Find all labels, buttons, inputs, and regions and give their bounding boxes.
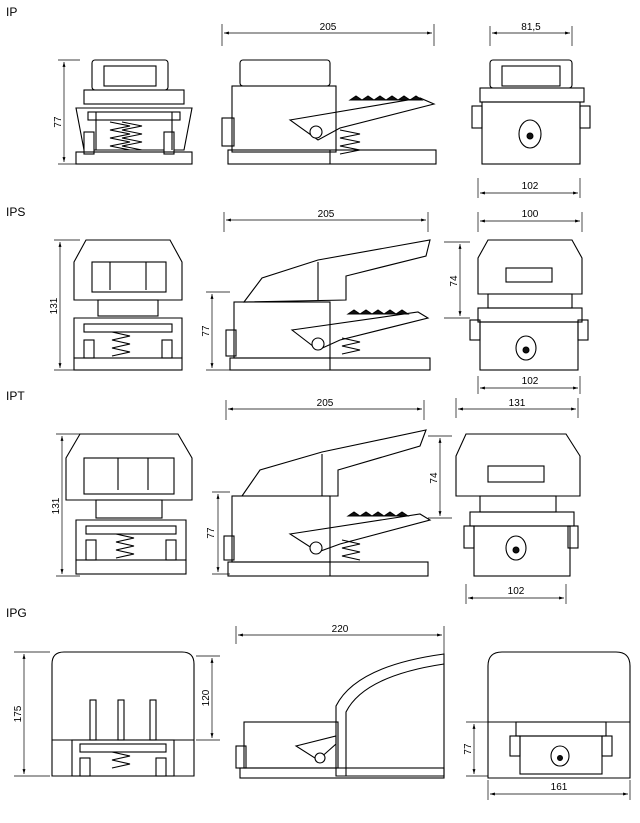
row-label-ipg: IPG — [6, 606, 27, 620]
ipg-right-height-label: 77 — [463, 743, 474, 755]
ipt-right-top-dim: 131 — [455, 398, 579, 418]
ipg-side-width-dim: 220 — [235, 624, 445, 654]
ipt-front-height-dim: 131 — [51, 433, 80, 577]
ips-front-height-dim: 131 — [49, 239, 80, 371]
ipt-side-view — [223, 429, 432, 577]
ips-right-bottom-label: 102 — [522, 376, 539, 387]
ipg-side-view — [235, 653, 445, 779]
ip-front-view — [75, 59, 193, 165]
ipt-right-view — [455, 433, 581, 577]
ipg-right-bottom-label: 161 — [551, 782, 568, 793]
ips-side-width-label: 205 — [318, 209, 335, 220]
ip-side-width-label: 205 — [320, 22, 337, 33]
ipt-right-height-label: 74 — [429, 472, 440, 484]
ip-right-bottom-label: 102 — [522, 181, 539, 192]
ipg-front-inner-height-dim: 120 — [196, 655, 220, 741]
ipg-front-height-dim: 175 — [13, 651, 50, 777]
ip-right-top-label: 81,5 — [521, 22, 541, 33]
ips-side-view — [225, 239, 431, 371]
ip-side-view — [221, 59, 437, 165]
ips-right-top-label: 100 — [522, 209, 539, 220]
row-label-ipt: IPT — [6, 389, 25, 403]
ipg-side-width-label: 220 — [332, 624, 349, 635]
ipt-right-bottom-dim: 102 — [465, 584, 567, 604]
ips-right-top-dim: 100 — [477, 209, 583, 232]
ipg-right-bottom-dim: 161 — [487, 780, 631, 800]
ipt-right-top-label: 131 — [509, 398, 526, 409]
row-label-ips: IPS — [6, 205, 26, 219]
ip-right-view — [471, 59, 591, 165]
ipt-right-bottom-label: 102 — [508, 586, 525, 597]
ipt-right-height-dim: 74 — [428, 435, 452, 519]
ipg-front-inner-height-label: 120 — [201, 689, 212, 706]
ip-right-bottom-dim: 102 — [477, 178, 581, 198]
ipg-right-view — [487, 651, 631, 779]
ips-right-bottom-dim: 102 — [477, 376, 581, 394]
ipt-front-height-label: 131 — [51, 497, 62, 514]
ipt-side-height-label: 77 — [206, 527, 217, 539]
ips-right-height-dim: 74 — [444, 241, 470, 319]
ips-front-height-label: 131 — [49, 297, 60, 314]
ipt-front-view — [65, 433, 193, 575]
ipt-side-width-label: 205 — [317, 398, 334, 409]
ipg-front-view — [51, 651, 195, 777]
ip-front-height-dim: 77 — [53, 59, 80, 165]
ip-front-height-label: 77 — [53, 116, 64, 128]
ip-side-width-dim: 205 — [221, 22, 435, 46]
ips-right-height-label: 74 — [449, 275, 460, 287]
ips-front-view — [73, 239, 183, 371]
ips-side-height-label: 77 — [201, 325, 212, 337]
ipt-side-width-dim: 205 — [225, 398, 425, 420]
ipg-right-height-dim: 77 — [463, 721, 488, 777]
row-label-ip: IP — [6, 5, 18, 19]
ipg-front-height-label: 175 — [13, 705, 24, 722]
ip-right-top-dim: 81,5 — [489, 22, 573, 46]
ips-side-width-dim: 205 — [223, 209, 429, 232]
ipt-side-height-dim: 77 — [206, 491, 230, 575]
ips-side-height-dim: 77 — [201, 291, 230, 371]
ips-right-view — [469, 239, 589, 371]
